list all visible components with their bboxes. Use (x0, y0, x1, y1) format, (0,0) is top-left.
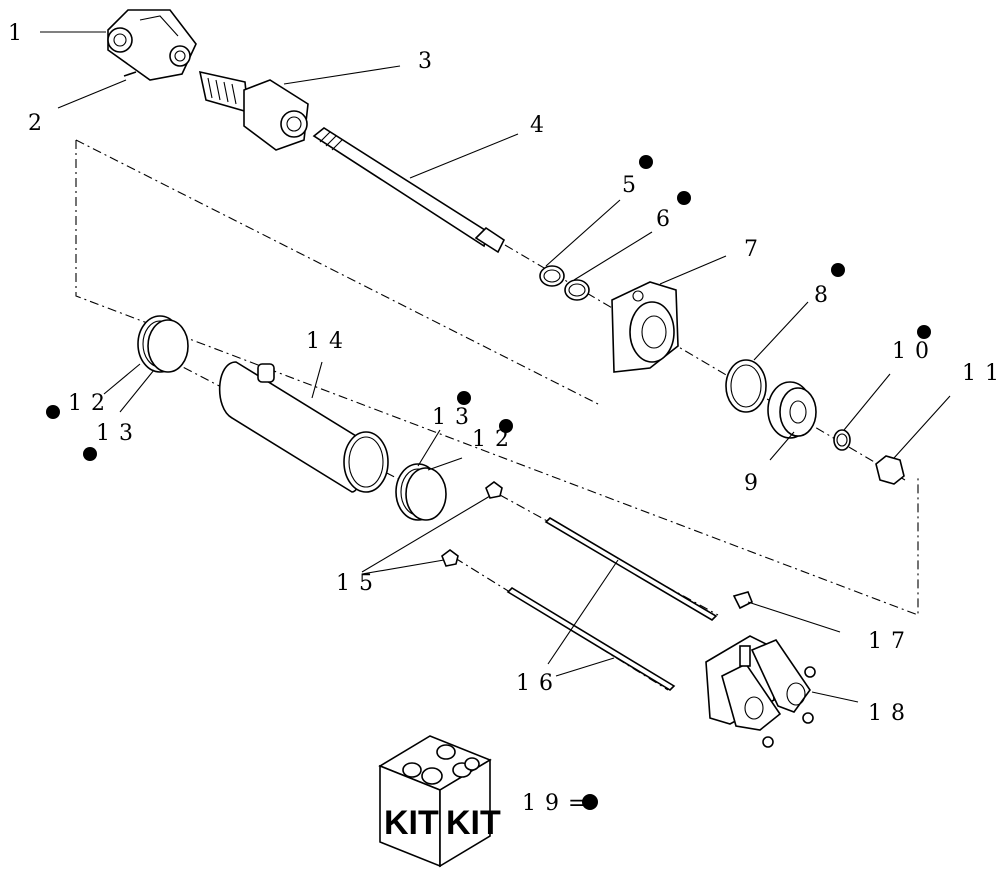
filled-dot-icon (831, 263, 845, 277)
callout-15: 15 (336, 571, 382, 596)
filled-dot-icon (457, 391, 471, 405)
part-nut (875, 455, 905, 485)
filled-dot-icon (582, 794, 598, 810)
part-ring-set-left (137, 315, 189, 373)
callout-12-left: 12 (68, 391, 114, 416)
kit-label-right: KIT (446, 804, 501, 842)
callout-19: 19= (522, 791, 595, 816)
part-piston-rod (312, 127, 506, 254)
callout-13-right: 13 (432, 405, 478, 430)
part-tie-rod-nuts (441, 481, 503, 567)
callout-8: 8 (814, 283, 837, 308)
callout-2: 2 (28, 111, 51, 136)
part-gland (611, 281, 679, 373)
part-tie-rods (506, 516, 718, 692)
part-adapter (198, 70, 309, 151)
callout-17: 17 (868, 629, 914, 654)
kit-marker-dots (46, 155, 931, 810)
filled-dot-icon (83, 447, 97, 461)
part-pin (123, 71, 137, 77)
part-clevis (107, 9, 197, 81)
kit-label-left: KIT (384, 804, 439, 842)
part-piston (767, 381, 817, 439)
callout-3: 3 (418, 49, 441, 74)
callout-18: 18 (868, 701, 914, 726)
filled-dot-icon (917, 325, 931, 339)
part-barrel (218, 361, 389, 493)
callout-16: 16 (516, 671, 562, 696)
callout-10: 10 (892, 339, 938, 364)
part-cap-end (705, 635, 816, 748)
callout-1: 1 (8, 21, 31, 46)
callout-13-left: 13 (96, 421, 142, 446)
callout-14: 14 (306, 329, 352, 354)
part-gland-o-ring (725, 359, 767, 413)
leader-lines (40, 31, 951, 703)
part-backup-ring (564, 279, 590, 301)
filled-dot-icon (46, 405, 60, 419)
part-o-ring (539, 265, 565, 287)
callout-4: 4 (530, 113, 553, 138)
callout-7: 7 (744, 237, 767, 262)
callout-labels: 1 2 3 4 5 6 7 8 9 10 11 12 13 14 13 12 1… (8, 21, 1000, 816)
part-ring-set-right (395, 463, 447, 521)
callout-5: 5 (622, 173, 645, 198)
callout-11: 11 (962, 361, 1000, 386)
callout-6: 6 (656, 207, 679, 232)
part-fitting (732, 591, 754, 610)
filled-dot-icon (639, 155, 653, 169)
kit-box-icon (378, 735, 492, 868)
filled-dot-icon (677, 191, 691, 205)
part-small-o-ring (833, 429, 851, 451)
filled-dot-icon (499, 419, 513, 433)
callout-9: 9 (744, 471, 767, 496)
